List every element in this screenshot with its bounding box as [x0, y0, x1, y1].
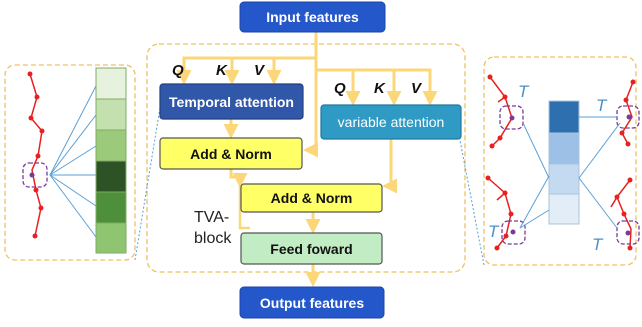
left-skeleton — [22, 71, 48, 239]
green-strip-cell — [95, 222, 127, 254]
left-skeleton-panel — [4, 64, 136, 261]
feed-forward-box — [240, 232, 383, 265]
temporal-attention-box — [159, 83, 304, 120]
output-features-box — [239, 286, 385, 319]
right-skeleton-top-left — [487, 74, 524, 149]
variable-attention-box — [320, 104, 462, 140]
tva-block-label-line2: block — [194, 230, 232, 247]
value-label-left: V — [254, 62, 265, 79]
green-strip-cell — [95, 98, 127, 131]
output-features-label: Output features — [259, 294, 365, 311]
query-label-left: Q — [172, 62, 184, 79]
green-strip-cell — [95, 191, 127, 224]
blue-strip-cell — [548, 163, 580, 195]
right-skeleton-panel — [483, 56, 637, 266]
add-norm-2-box — [240, 183, 383, 213]
blue-strip-cell — [548, 132, 580, 165]
add-norm-2-label: Add & Norm — [270, 190, 353, 206]
green-strip-cell — [95, 160, 127, 193]
feed-forward-label: Feed foward — [270, 240, 353, 257]
right-skeleton-bottom-right — [610, 177, 640, 251]
right-attention-links — [519, 116, 621, 229]
add-norm-1-label: Add & Norm — [190, 145, 272, 162]
right-blue-strip — [548, 100, 580, 225]
blue-strip-cell — [548, 193, 580, 225]
green-strip-cell — [95, 129, 127, 162]
time-label-top-right: T — [596, 96, 607, 115]
key-label-left: K — [216, 62, 227, 79]
left-attention-links — [49, 85, 97, 238]
tva-block-label: TVA- block — [194, 207, 231, 249]
left-highlight-joint — [22, 162, 48, 188]
green-strip-cell — [95, 67, 127, 100]
variable-zoom-connector — [457, 129, 485, 266]
right-skeleton-bottom-left — [485, 175, 526, 251]
blue-strip-cell — [548, 100, 580, 134]
add-norm-1-box — [159, 137, 303, 170]
variable-attention-label: variable attention — [337, 114, 445, 130]
time-label-bottom-left: T — [488, 222, 499, 241]
input-features-label: Input features — [266, 9, 359, 25]
left-green-strip — [95, 67, 127, 254]
value-label-right: V — [411, 80, 422, 97]
temporal-attention-label: Temporal attention — [169, 93, 294, 110]
query-label-right: Q — [334, 80, 346, 97]
temporal-zoom-connector — [134, 107, 161, 261]
key-label-right: K — [374, 80, 385, 97]
input-features-box — [239, 1, 386, 33]
time-label-top-left: T — [518, 82, 529, 101]
flow-arrows — [176, 32, 438, 287]
tva-block-label-line1: TVA- — [194, 209, 230, 226]
time-label-bottom-right: T — [592, 235, 603, 254]
